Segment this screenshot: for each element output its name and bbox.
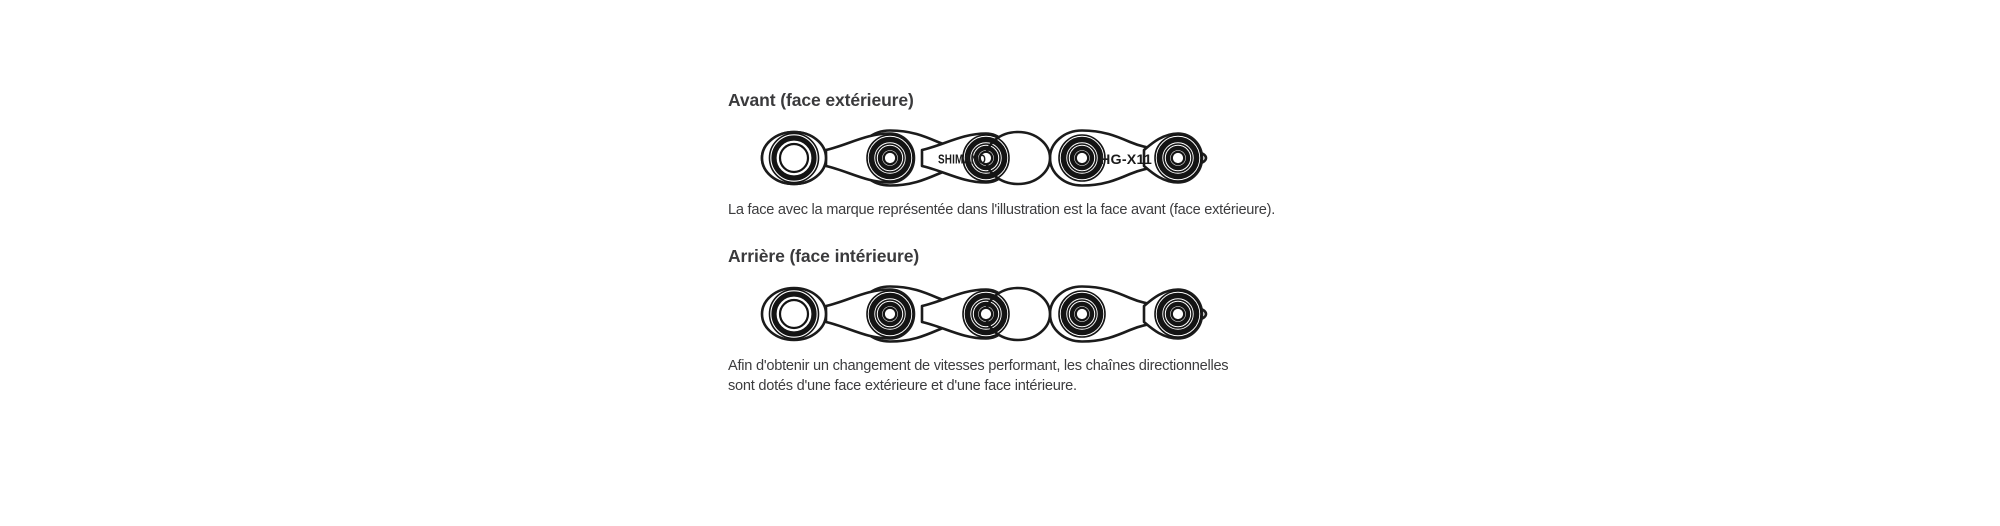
chain-outer-face-svg: SHIMANO HG-X11 bbox=[760, 129, 1208, 187]
section-rear-face: Arrière (face intérieure) bbox=[728, 246, 1288, 396]
chain-roller-pin bbox=[866, 290, 914, 339]
chain-marking-shimano: SHIMANO bbox=[938, 152, 986, 167]
section-heading-front: Avant (face extérieure) bbox=[728, 90, 914, 110]
chain-marking-model: HG-X11 bbox=[1100, 151, 1152, 167]
spacer bbox=[728, 220, 1288, 246]
caption-front: La face avec la marque représentée dans … bbox=[728, 202, 1276, 218]
spacer bbox=[728, 193, 1288, 201]
content-column: Avant (face extérieure) bbox=[728, 90, 1288, 396]
section-front-face: Avant (face extérieure) bbox=[728, 90, 1288, 220]
chain-rollers bbox=[768, 132, 1202, 184]
chain-roller-plain bbox=[768, 132, 820, 184]
chain-illustration-front: SHIMANO HG-X11 bbox=[748, 123, 1218, 193]
chain-roller-pin bbox=[1154, 134, 1202, 182]
chain-roller-pin bbox=[962, 290, 1010, 339]
chain-illustration-rear bbox=[748, 279, 1218, 349]
chain-roller-plain bbox=[768, 288, 820, 340]
chain-inner-face-svg bbox=[760, 285, 1208, 344]
spacer bbox=[728, 349, 1288, 357]
caption-rear: Afin d'obtenir un changement de vitesses… bbox=[728, 358, 1229, 394]
chain-roller-pin bbox=[1058, 290, 1106, 339]
chain-rollers bbox=[768, 288, 1202, 340]
spacer bbox=[728, 111, 1288, 123]
chain-roller-pin bbox=[1154, 290, 1202, 339]
chain-roller-pin bbox=[866, 134, 914, 182]
spacer bbox=[728, 267, 1288, 279]
section-heading-rear: Arrière (face intérieure) bbox=[728, 246, 920, 267]
chain-roller-pin bbox=[962, 134, 1010, 182]
chain-roller-pin bbox=[1058, 134, 1106, 182]
